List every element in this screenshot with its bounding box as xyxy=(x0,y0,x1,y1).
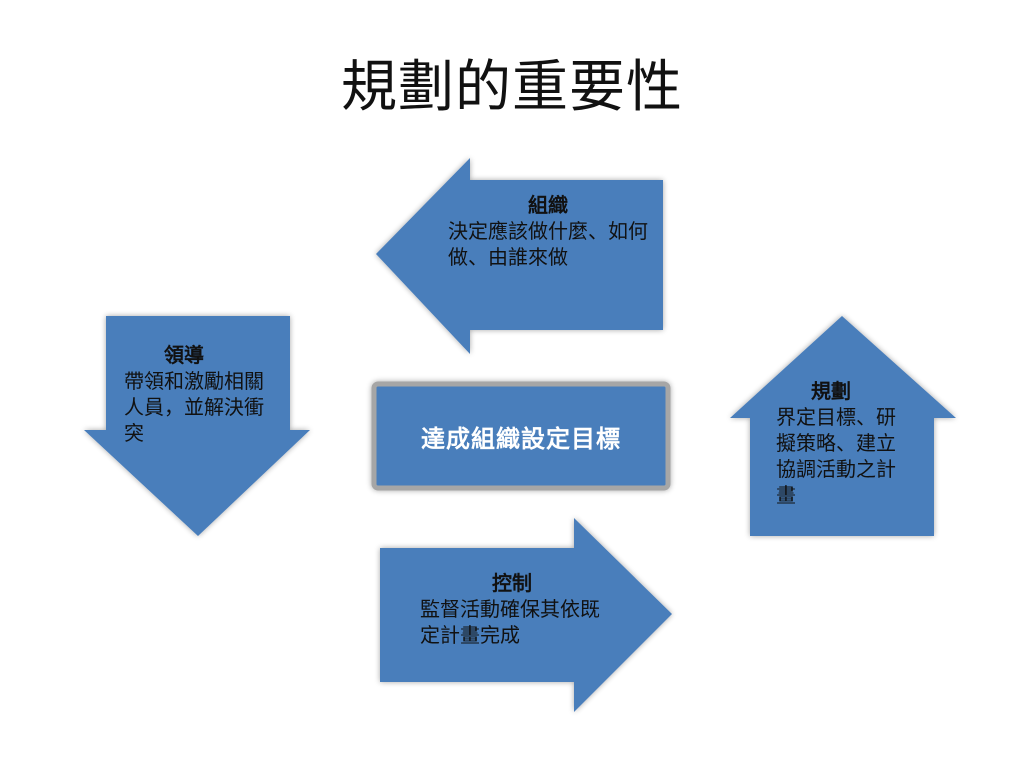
plan-heading: 規劃 xyxy=(811,379,851,403)
organize-arrow xyxy=(376,158,663,354)
page-title: 規劃的重要性 xyxy=(341,55,683,120)
plan-label: 規劃 界定目標、研擬策略、建立協調活動之計畫 xyxy=(776,378,910,508)
control-label: 控制 監督活動確保其依既定計畫完成 xyxy=(420,570,604,648)
lead-heading: 領導 xyxy=(164,343,204,367)
organize-heading: 組織 xyxy=(528,193,568,217)
lead-arrow xyxy=(84,316,310,536)
plan-arrow xyxy=(730,316,956,536)
center-goal-text: 達成組織設定目標 xyxy=(421,424,621,453)
lead-label: 領導 帶領和激勵相關人員，並解決衝突 xyxy=(124,342,274,446)
control-body: 監督活動確保其依既定計畫完成 xyxy=(420,597,600,647)
organize-label: 組織 決定應該做什麼、如何做、由誰來做 xyxy=(448,192,648,270)
control-arrow xyxy=(380,518,672,712)
organize-body: 決定應該做什麼、如何做、由誰來做 xyxy=(448,219,648,269)
center-box xyxy=(371,381,671,491)
plan-body: 界定目標、研擬策略、建立協調活動之計畫 xyxy=(776,405,896,507)
control-heading: 控制 xyxy=(492,571,532,595)
lead-body: 帶領和激勵相關人員，並解決衝突 xyxy=(124,369,264,445)
